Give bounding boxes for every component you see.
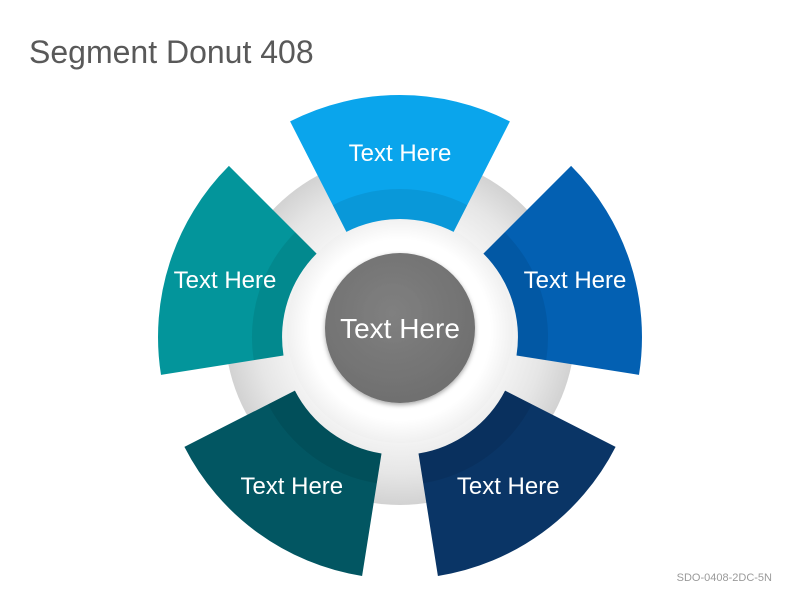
segment-3-label: Text Here [457,473,560,500]
segment-5-label: Text Here [174,267,277,294]
segment-1[interactable] [290,95,510,232]
segment-1-label: Text Here [349,140,452,167]
segment-1-shade [332,188,468,232]
slide-code: SDO-0408-2DC-5N [676,572,772,584]
segment-3-shade [418,390,532,484]
center-circle[interactable] [325,253,475,403]
segment-2-label: Text Here [524,267,627,294]
segment-3[interactable] [418,390,616,576]
page-title: Segment Donut 408 [29,34,314,70]
center-label: Text Here [340,313,460,344]
segment-4-shade [268,390,382,484]
segment-4[interactable] [184,390,382,576]
segment-5[interactable] [158,165,317,375]
segment-2[interactable] [483,165,642,375]
segment-4-label: Text Here [240,473,343,500]
segment-2-shade [483,232,549,361]
segment-5-shade [251,232,317,361]
